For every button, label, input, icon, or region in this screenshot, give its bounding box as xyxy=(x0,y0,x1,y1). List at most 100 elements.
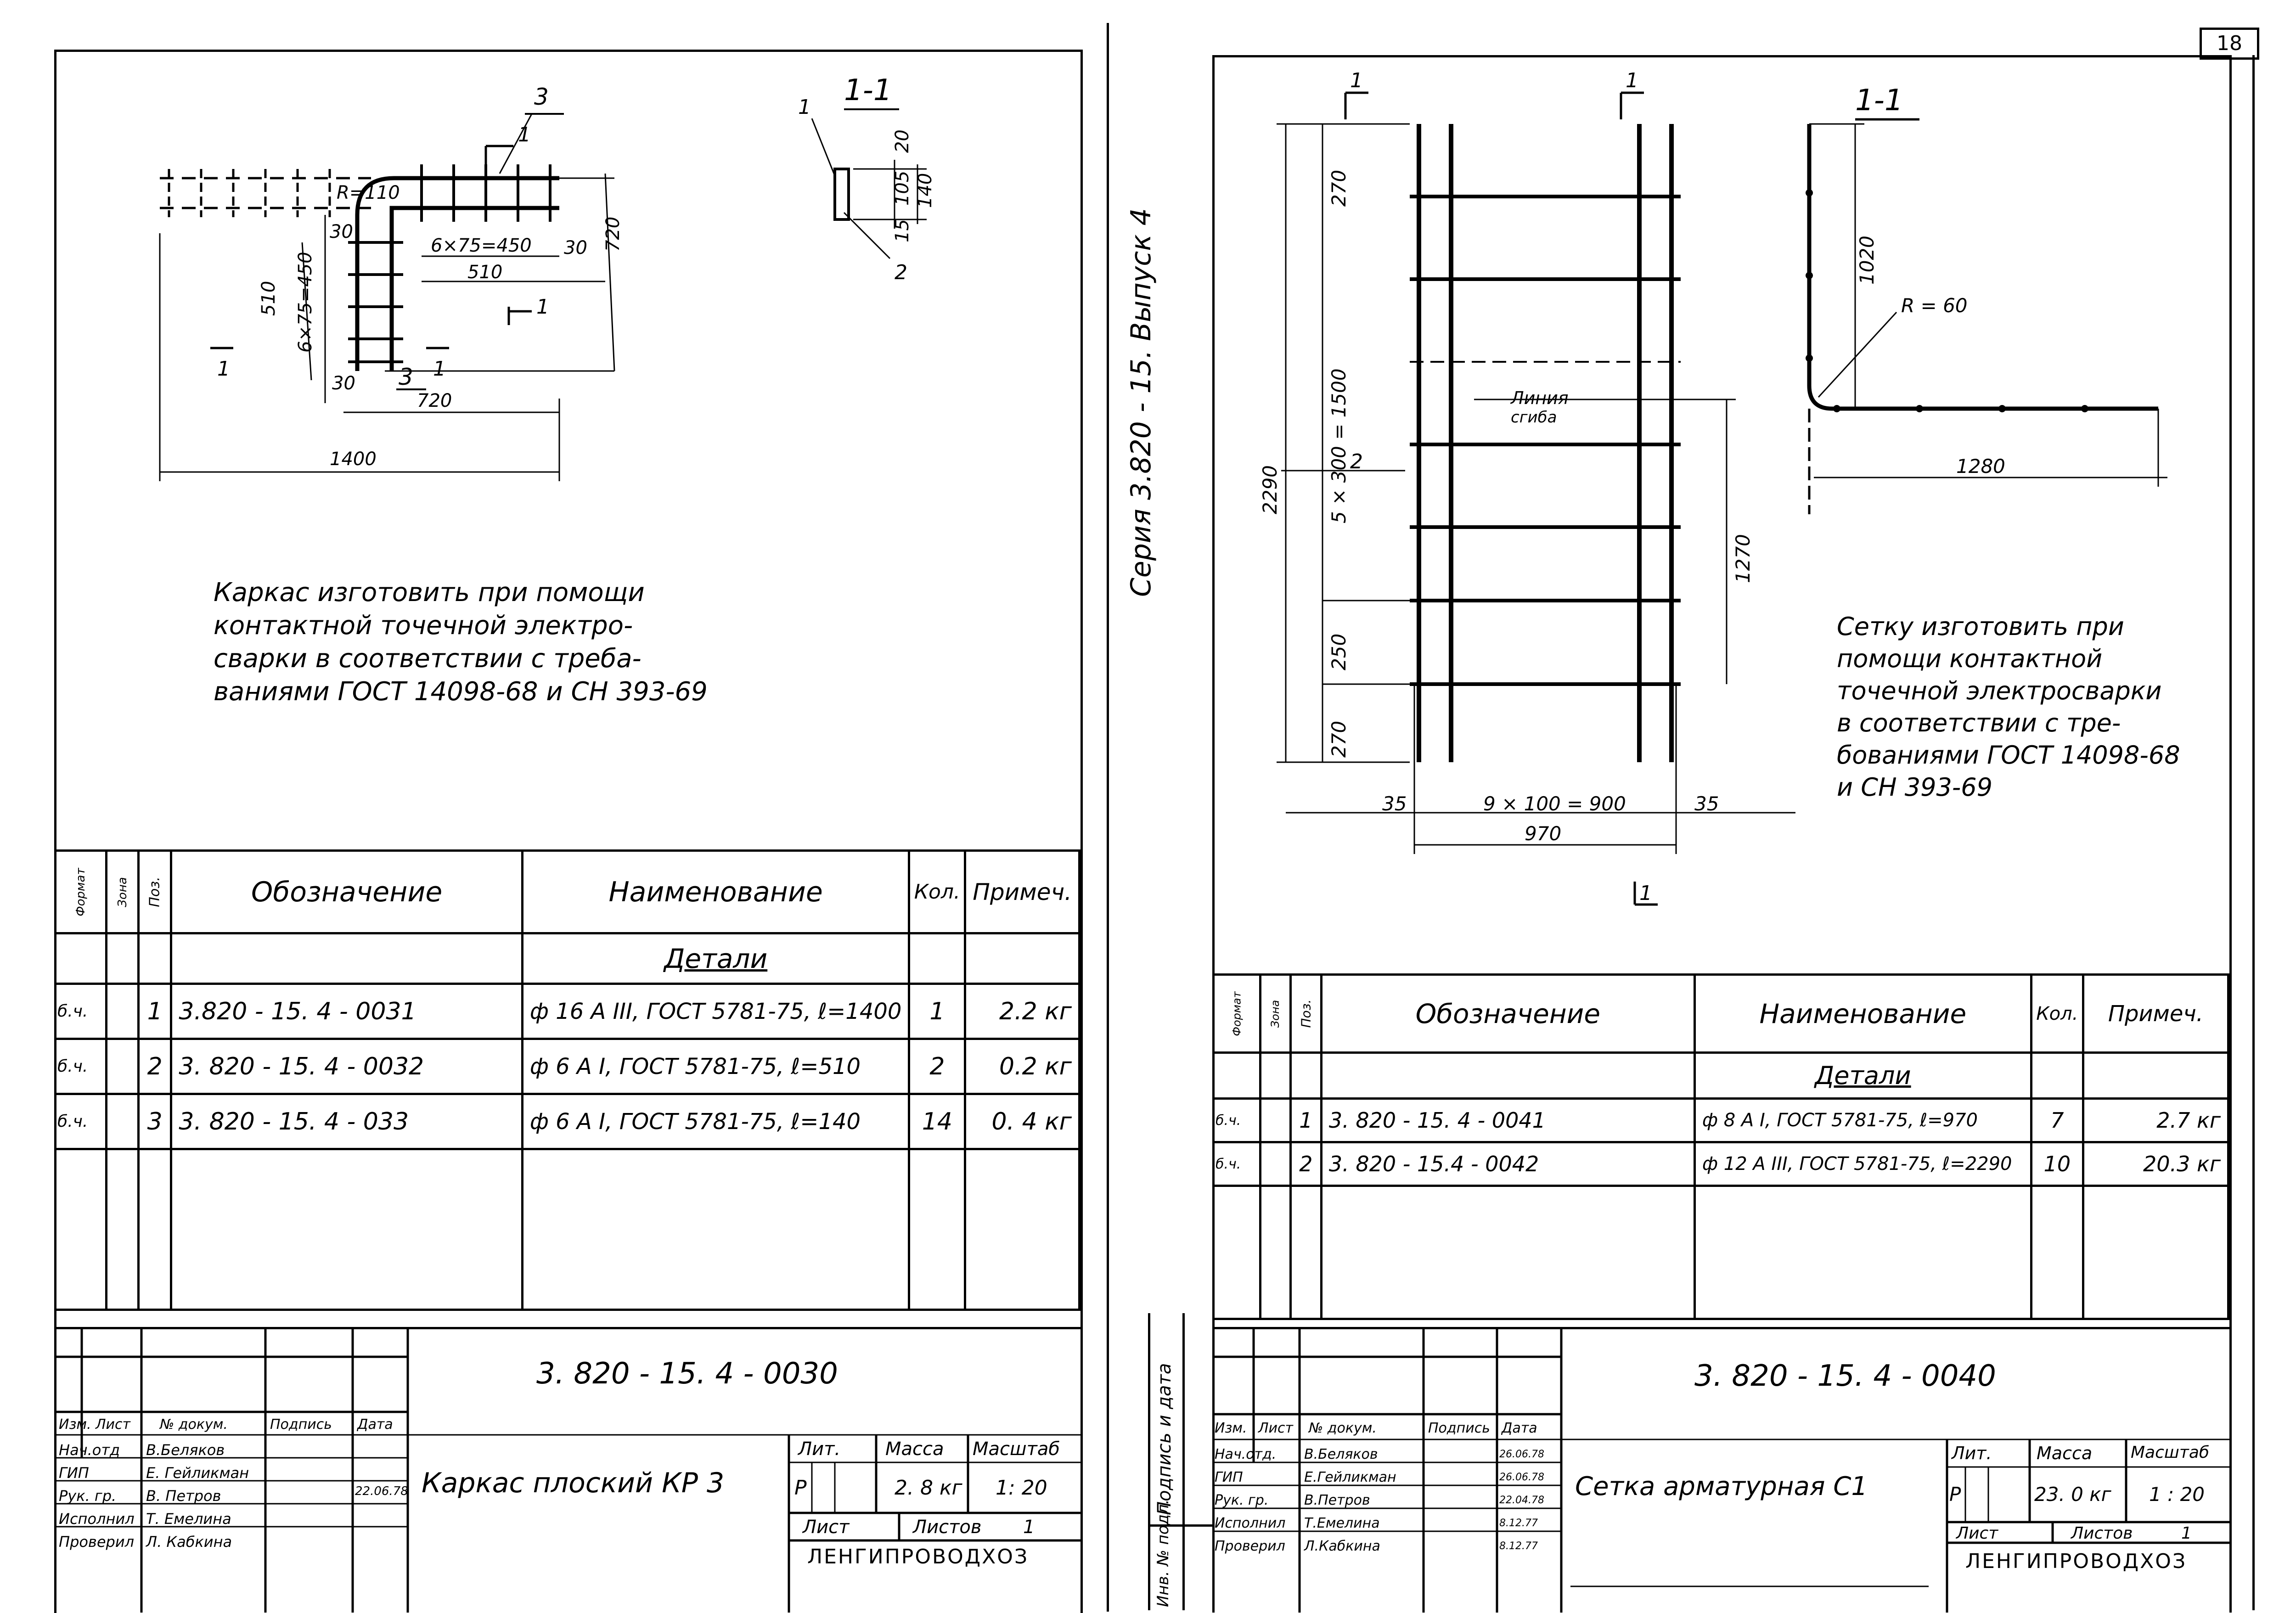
dim-r60: R = 60 xyxy=(1901,294,1968,317)
row-format: б.ч. xyxy=(1212,1097,1262,1143)
dim-270-top: 270 xyxy=(1328,170,1350,207)
note-line: контактной точечной электро- xyxy=(214,611,633,641)
right-note: Сетку изготовить при помощи контактной т… xyxy=(1837,611,2180,804)
col-pos: Поз. xyxy=(1289,973,1322,1054)
row-pos: 2 xyxy=(137,1038,173,1095)
stamp-roles: Нач.отд ГИП Рук. гр. Исполнил Проверил xyxy=(59,1441,135,1551)
row-designation: 3. 820 - 15. 4 - 033 xyxy=(170,1093,523,1150)
stamp-mass: 23. 0 кг xyxy=(2034,1483,2111,1506)
dim-970: 970 xyxy=(1525,822,1561,845)
stamp-mass: 2. 8 кг xyxy=(895,1476,962,1500)
stamp-sheet-h: Лист xyxy=(1956,1524,1998,1543)
row-designation: 3. 820 - 15. 4 - 0032 xyxy=(170,1038,523,1095)
stamp-col-izm: Изм. xyxy=(59,1416,91,1433)
row-qty: 2 xyxy=(908,1038,967,1095)
row-pos: 1 xyxy=(1289,1097,1322,1143)
col-qty: Кол. xyxy=(908,849,967,934)
col-note: Примеч. xyxy=(2082,973,2230,1054)
stamp-sheet-h: Лист xyxy=(803,1517,850,1538)
stamp-lit-h: Лит. xyxy=(1952,1443,1992,1463)
stamp-col-date: Дата xyxy=(357,1416,393,1433)
stamp-lit-h: Лит. xyxy=(798,1439,841,1460)
series-label: Серия 3.820 - 15. Выпуск 4 xyxy=(1125,208,1157,597)
row-pos: 3 xyxy=(137,1093,173,1150)
cut-mark-2: 1 xyxy=(1626,69,1638,92)
row-designation: 3. 820 - 15.4 - 0042 xyxy=(1320,1141,1696,1187)
stamp-sheets: 1 xyxy=(2181,1524,2192,1543)
stamp-col-list: Лист xyxy=(96,1416,131,1433)
row-format: б.ч. xyxy=(54,983,107,1040)
dim-105: 105 xyxy=(892,171,913,206)
row-format: б.ч. xyxy=(1212,1141,1262,1187)
bend-line-1: Линия xyxy=(1510,388,1569,408)
dim-140: 140 xyxy=(915,173,936,208)
note-line: помощи контактной xyxy=(1837,644,2103,673)
left-drawing: R=110 6×75=450 510 30 30 30 720 1400 720… xyxy=(159,73,936,481)
right-stamp-grid xyxy=(1212,1329,2229,1613)
row-note: 0. 4 кг xyxy=(964,1093,1080,1150)
stamp-col-izm: Изм. xyxy=(1215,1420,1247,1436)
col-zone: Зона xyxy=(105,849,140,934)
col-designation: Обозначение xyxy=(170,849,523,934)
row-name: ф 16 А III, ГОСТ 5781-75, ℓ=1400 xyxy=(521,983,911,1040)
stamp-sheets-h: Листов xyxy=(2071,1524,2133,1543)
dim-1400: 1400 xyxy=(330,449,377,470)
row-note: 2.7 кг xyxy=(2082,1097,2230,1143)
col-qty: Кол. xyxy=(2030,973,2084,1054)
stamp-scale-h: Масштаб xyxy=(973,1439,1060,1460)
note-line: ваниями ГОСТ 14098-68 и СН 393-69 xyxy=(214,677,708,707)
note-line: Сетку изготовить при xyxy=(1837,612,2124,641)
row-note: 2.2 кг xyxy=(964,983,1080,1040)
note-line: Каркас изготовить при помощи xyxy=(214,578,645,607)
stamp-col-sign: Подпись xyxy=(270,1416,332,1433)
stamp-title: Сетка арматурная С1 xyxy=(1575,1472,1868,1501)
stamp-date: 22.06.78 xyxy=(355,1484,408,1498)
stamp-col-sign: Подпись xyxy=(1428,1420,1490,1436)
dim-30-b: 30 xyxy=(332,373,355,394)
stamp-lit: Р xyxy=(794,1476,807,1500)
row-format: б.ч. xyxy=(54,1093,107,1150)
row-pos: 2 xyxy=(1289,1141,1322,1187)
section-title: Детали xyxy=(1693,1051,2032,1100)
dim-720: 720 xyxy=(417,390,452,411)
col-format: Формат xyxy=(1212,973,1262,1054)
bend-line-2: сгиба xyxy=(1511,408,1557,427)
stamp-scale: 1 : 20 xyxy=(2149,1483,2205,1506)
row-qty: 14 xyxy=(908,1093,967,1150)
mark-3-bottom: 3 xyxy=(399,364,413,390)
left-stamp-grid xyxy=(54,1329,1080,1613)
left-stamp: 3. 820 - 15. 4 - 0030 Изм. Лист № докум.… xyxy=(54,1327,1080,1613)
side-label-sign-date: Подпись и дата xyxy=(1154,1363,1175,1515)
dim-1270: 1270 xyxy=(1732,534,1754,583)
dim-1280: 1280 xyxy=(1956,455,2005,478)
page-number: 18 xyxy=(2217,32,2242,55)
dim-5x300: 5 × 300 = 1500 xyxy=(1328,368,1350,523)
right-drawing: 270 5 × 300 = 1500 250 270 2290 1270 35 … xyxy=(1259,69,2167,906)
mark-2: 2 xyxy=(1350,450,1363,473)
stamp-sheets: 1 xyxy=(1023,1517,1035,1538)
col-format: Формат xyxy=(54,849,107,934)
dim-30-c: 30 xyxy=(330,221,353,242)
dim-1020: 1020 xyxy=(1856,236,1878,285)
note-line: точечной электросварки xyxy=(1837,676,2162,705)
left-spec-table: Формат Зона Поз. Обозначение Наименовани… xyxy=(54,849,1080,1311)
dim-510: 510 xyxy=(467,262,502,283)
row-qty: 7 xyxy=(2030,1097,2084,1143)
cut-mark-1: 1 xyxy=(518,123,531,146)
dim-6x75-vert: 6×75=450 xyxy=(295,252,316,353)
stamp-code: 3. 820 - 15. 4 - 0040 xyxy=(1694,1359,1996,1393)
right-stamp: 3. 820 - 15. 4 - 0040 Изм. Лист № докум.… xyxy=(1212,1327,2229,1613)
outer-right-edge xyxy=(2252,55,2255,1610)
dim-35-right: 35 xyxy=(1694,792,1719,815)
row-qty: 1 xyxy=(908,983,967,1040)
stamp-col-list: Лист xyxy=(1258,1420,1294,1436)
stamp-code: 3. 820 - 15. 4 - 0030 xyxy=(536,1357,838,1391)
dim-2290: 2290 xyxy=(1259,465,1281,514)
mark-1: 1 xyxy=(798,96,811,119)
row-note: 0.2 кг xyxy=(964,1038,1080,1095)
cut-mark-3: 1 xyxy=(1639,882,1652,905)
note-line: бованиями ГОСТ 14098-68 xyxy=(1837,741,2180,770)
stamp-mass-h: Масса xyxy=(885,1439,944,1460)
sheet-divider xyxy=(1107,23,1109,1612)
col-name: Наименование xyxy=(521,849,911,934)
